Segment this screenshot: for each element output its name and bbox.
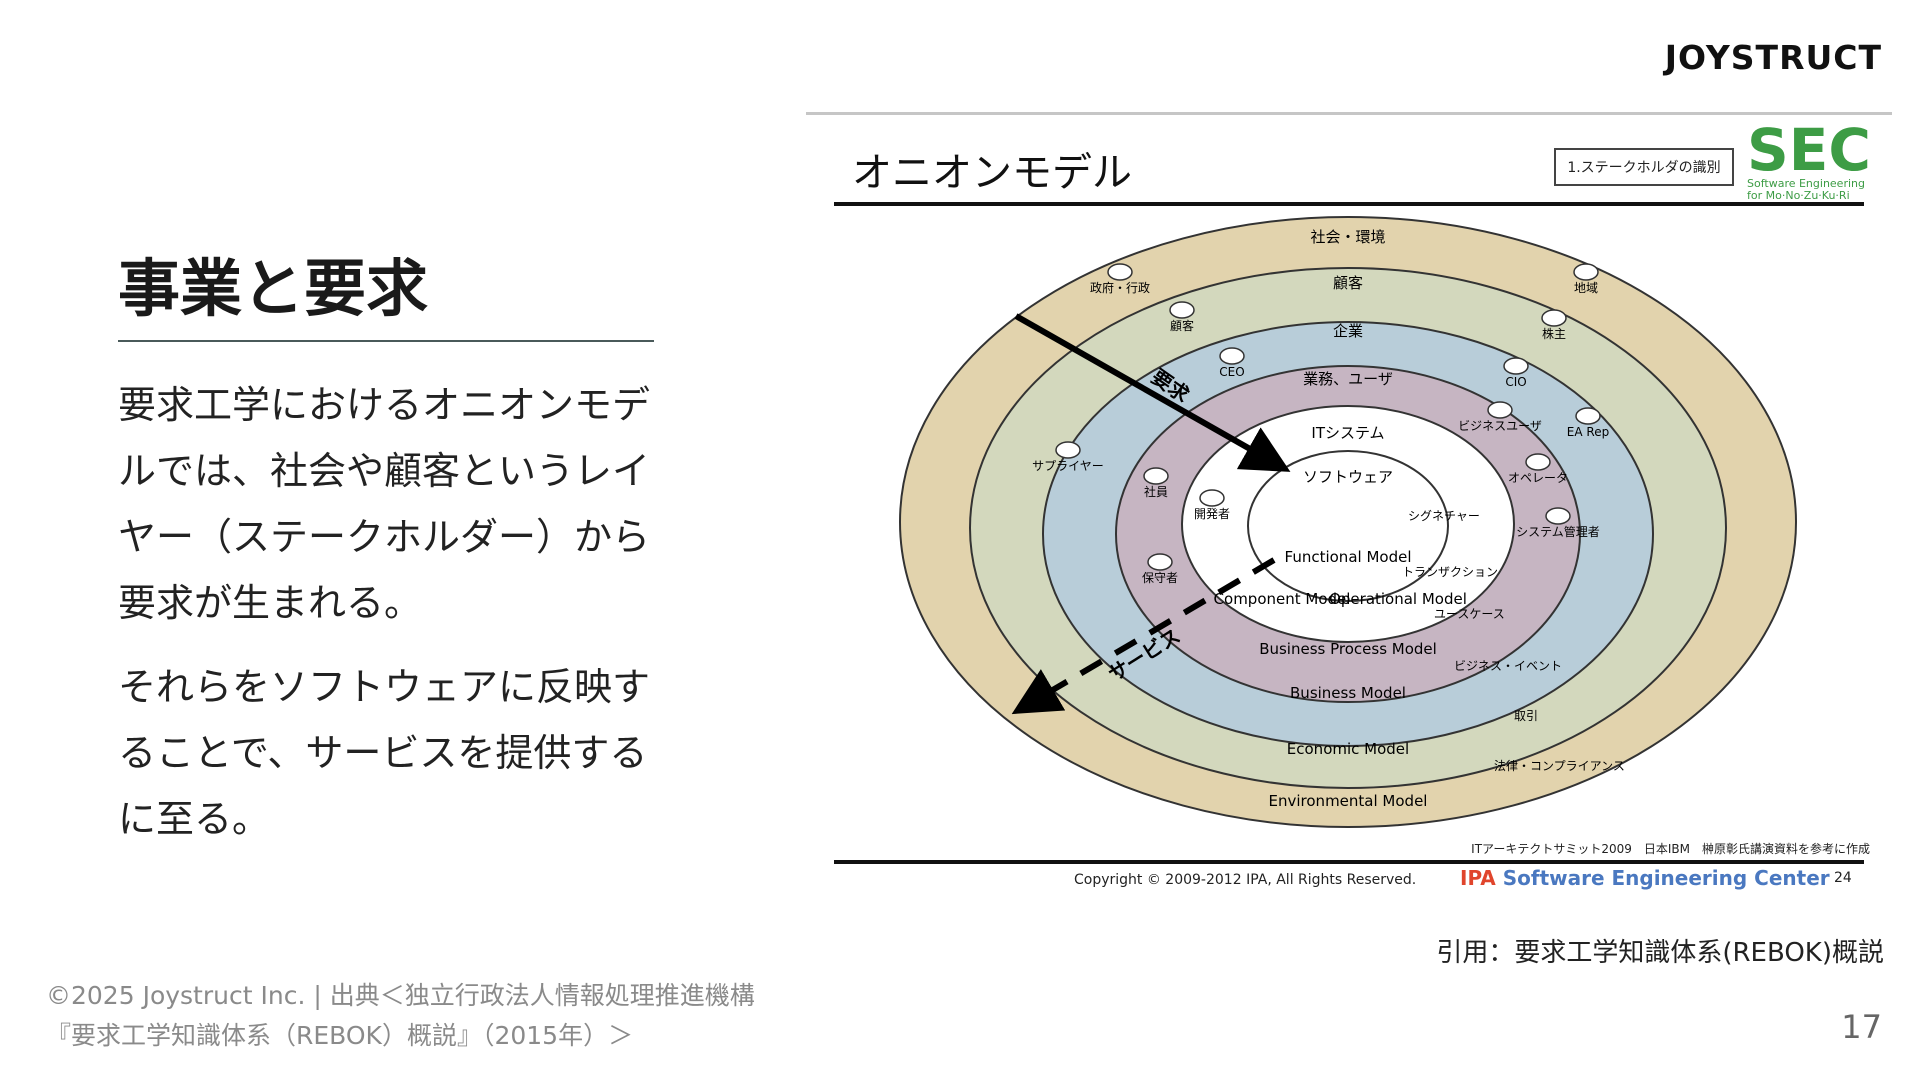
concepts: シグネチャー トランザクション ユースケース ビジネス・イベント 取引 法律・コ… xyxy=(1402,509,1625,773)
person-icon xyxy=(1219,347,1245,365)
demand-arrow xyxy=(1014,313,1291,472)
stakeholder-label: ビジネスユーザ xyxy=(1458,419,1542,433)
footer-source: ©2025 Joystruct Inc. | 出典＜独立行政法人情報処理推進機構… xyxy=(46,976,755,1056)
layer-label: 企業 xyxy=(1333,322,1363,340)
figure-copyright: Copyright © 2009-2012 IPA, All Rights Re… xyxy=(1074,872,1417,888)
stakeholder-label: 保守者 xyxy=(1142,571,1178,585)
stakeholder-label: CEO xyxy=(1219,365,1244,379)
concept-label: 法律・コンプライアンス xyxy=(1494,759,1625,773)
stakeholder-label: CIO xyxy=(1505,375,1526,389)
figure-title: オニオンモデル xyxy=(852,150,1132,196)
person-icons xyxy=(1055,263,1601,571)
person-icon xyxy=(1147,553,1173,571)
layer-label: 業務、ユーザ xyxy=(1303,370,1393,388)
person-icon xyxy=(1169,301,1195,319)
stakeholders-left: 政府・行政 顧客 CEO サプライヤー 社員 開発者 保守者 xyxy=(1032,280,1245,585)
person-icon xyxy=(1487,401,1513,419)
onion-model-figure: オニオンモデル 1.ステークホルダの識別 SEC Software Engine… xyxy=(820,118,1880,902)
stakeholder-label: オペレータ xyxy=(1508,471,1568,485)
body-text: 要求工学におけるオニオンモデルでは、社会や顧客というレイヤー（ステークホルダー）… xyxy=(118,372,678,870)
footer-line-2: 『要求工学知識体系（REBOK）概説』（2015年）＞ xyxy=(46,1021,634,1050)
footer-line-1: ©2025 Joystruct Inc. | 出典＜独立行政法人情報処理推進機構 xyxy=(46,981,755,1010)
joystruct-logo: JOYSTRUCT xyxy=(1664,38,1882,77)
figure-top-rule xyxy=(806,112,1892,115)
layer-label: ITシステム xyxy=(1311,424,1384,442)
onion-diagram: 社会・環境 顧客 企業 業務、ユーザ ITシステム ソフトウェア Functio… xyxy=(899,216,1797,828)
model-label: Economic Model xyxy=(1287,740,1409,758)
ring-software xyxy=(1247,450,1449,602)
model-label: Business Process Model xyxy=(1259,640,1437,658)
person-icon xyxy=(1541,309,1567,327)
figure-tag: 1.ステークホルダの識別 xyxy=(1554,148,1734,186)
source-note: ITアーキテクトサミット2009 日本IBM 榊原彰氏講演資料を参考に作成 xyxy=(1471,842,1870,856)
title-divider xyxy=(118,340,654,342)
sec-logo: SEC xyxy=(1747,116,1871,184)
person-icon xyxy=(1143,467,1169,485)
figure-footer-rule xyxy=(834,860,1864,864)
body-paragraph-1: 要求工学におけるオニオンモデルでは、社会や顧客というレイヤー（ステークホルダー）… xyxy=(118,383,651,625)
model-label: Business Model xyxy=(1290,684,1406,702)
stakeholder-label: 顧客 xyxy=(1170,318,1194,333)
concept-label: ユースケース xyxy=(1434,607,1505,621)
stakeholder-label: 政府・行政 xyxy=(1090,280,1150,295)
person-icon xyxy=(1545,507,1571,525)
layer-label: ソフトウェア xyxy=(1303,468,1393,486)
page-number: 17 xyxy=(1841,1008,1882,1046)
model-label: Functional Model xyxy=(1285,548,1412,566)
body-paragraph-2: それらをソフトウェアに反映することで、サービスを提供するに至る。 xyxy=(118,665,651,841)
ipa-mark: IPA xyxy=(1460,866,1496,890)
person-icon xyxy=(1503,357,1529,375)
figure-slide-number: 24 xyxy=(1834,870,1852,886)
concept-label: シグネチャー xyxy=(1408,509,1480,523)
model-label: Component Model xyxy=(1214,590,1351,608)
stakeholder-label: 社員 xyxy=(1144,484,1168,499)
ipa-label: Software Engineering Center xyxy=(1502,866,1830,890)
person-icon xyxy=(1055,441,1081,459)
concept-label: トランザクション xyxy=(1402,565,1498,579)
page-title: 事業と要求 xyxy=(118,252,429,325)
person-icon xyxy=(1107,263,1133,281)
layer-label: 顧客 xyxy=(1333,274,1363,292)
stakeholder-label: EA Rep xyxy=(1567,425,1609,439)
concept-label: 取引 xyxy=(1514,709,1538,723)
stakeholders-right: 地域 株主 CIO ビジネスユーザ EA Rep オペレータ システム管理者 xyxy=(1458,281,1609,539)
person-icon xyxy=(1525,453,1551,471)
citation: 引用：要求工学知識体系(REBOK)概説 xyxy=(1436,938,1884,968)
stakeholder-label: サプライヤー xyxy=(1032,459,1104,473)
service-arrow xyxy=(1011,557,1276,715)
ipa-sec-logo: IPA Software Engineering Center xyxy=(1460,866,1830,890)
person-icon xyxy=(1199,489,1225,507)
stakeholder-label: システム管理者 xyxy=(1516,524,1600,539)
model-label: Environmental Model xyxy=(1269,792,1428,810)
stakeholder-label: 開発者 xyxy=(1194,507,1230,521)
figure-header-rule xyxy=(834,202,1864,206)
sec-subtitle: Software Engineering for Mo·No·Zu·Ku·Ri xyxy=(1747,177,1865,202)
layer-label: 社会・環境 xyxy=(1310,228,1385,246)
stakeholder-label: 地域 xyxy=(1574,281,1598,295)
stakeholder-label: 株主 xyxy=(1542,326,1566,341)
person-icon xyxy=(1573,263,1599,281)
concept-label: ビジネス・イベント xyxy=(1454,659,1562,673)
person-icon xyxy=(1575,407,1601,425)
model-label: Operational Model xyxy=(1329,590,1467,608)
